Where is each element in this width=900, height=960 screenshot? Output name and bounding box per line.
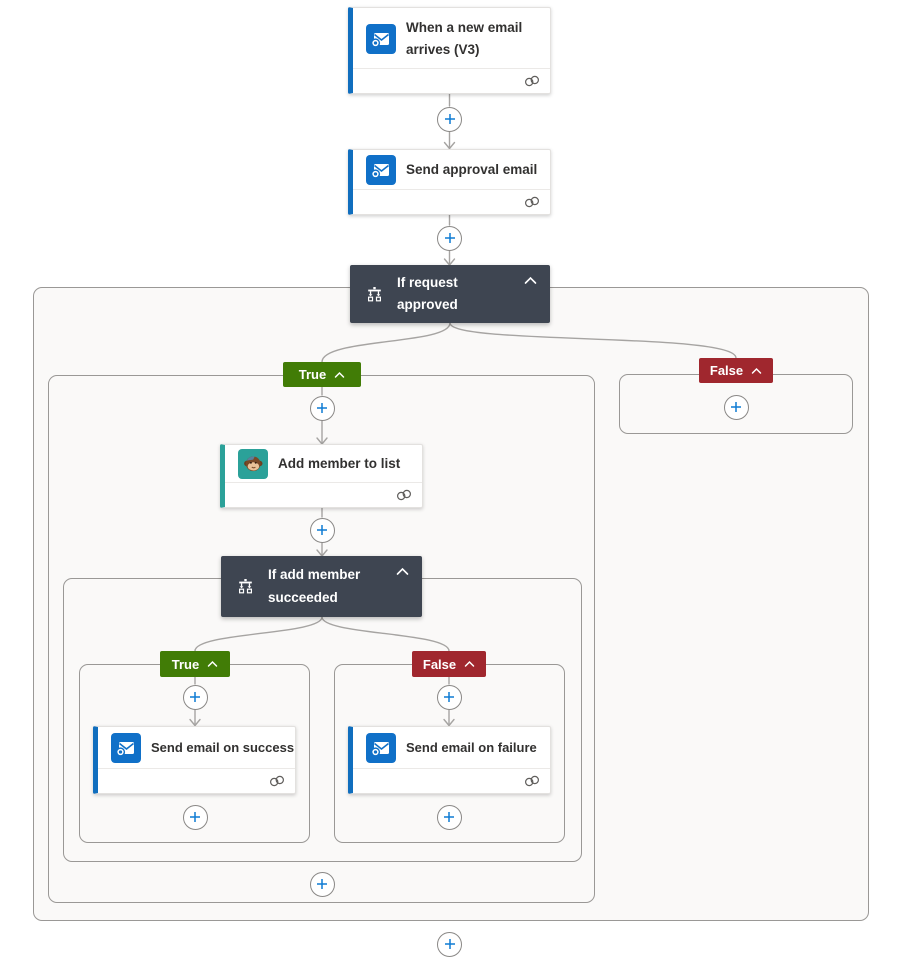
connection-icon xyxy=(524,75,540,87)
plus-icon xyxy=(444,939,455,949)
chevron-up-icon xyxy=(334,371,345,378)
card-title: If add member succeeded xyxy=(268,567,361,605)
action-card-send-email-on-failure[interactable]: Send email on failure xyxy=(348,726,551,794)
card-footer xyxy=(353,189,550,214)
plus-icon xyxy=(444,114,455,124)
card-footer xyxy=(225,482,422,507)
card-title: Send approval email xyxy=(406,162,538,178)
card-title: Send email on failure xyxy=(406,739,537,755)
add-action-button[interactable] xyxy=(723,394,749,420)
add-action-button[interactable] xyxy=(309,871,335,897)
branch-badge-true-outer[interactable]: True xyxy=(283,362,361,387)
card-footer xyxy=(98,768,295,793)
plus-icon xyxy=(731,402,741,412)
insert-step-button[interactable] xyxy=(309,395,335,421)
chevron-up-icon xyxy=(464,660,475,667)
condition-card-if-request-approved[interactable]: If request approved xyxy=(350,265,550,323)
insert-step-button[interactable] xyxy=(437,225,462,251)
badge-label: False xyxy=(422,656,457,672)
mailchimp-icon xyxy=(238,449,268,479)
plus-icon xyxy=(444,692,454,702)
branch-badge-true-inner[interactable]: True xyxy=(160,651,230,677)
connection-icon xyxy=(524,775,540,787)
plus-icon xyxy=(444,233,455,243)
connection-icon xyxy=(396,489,412,501)
plus-icon xyxy=(190,812,200,822)
plus-icon xyxy=(317,403,327,413)
plus-icon xyxy=(444,812,454,822)
action-card-add-member-to-list[interactable]: Add member to list xyxy=(220,444,423,508)
card-footer xyxy=(353,68,550,93)
outlook-icon xyxy=(366,733,396,763)
badge-label: True xyxy=(171,656,200,672)
action-card-send-approval-email[interactable]: Send approval email xyxy=(348,149,551,215)
outlook-icon xyxy=(366,23,396,54)
card-footer xyxy=(353,768,550,793)
new-step-button[interactable] xyxy=(437,931,462,957)
card-title: Send email on success xyxy=(151,739,295,755)
insert-step-button[interactable] xyxy=(436,684,462,710)
condition-icon xyxy=(238,579,253,594)
connection-icon xyxy=(269,775,285,787)
insert-step-button[interactable] xyxy=(182,684,208,710)
plus-icon xyxy=(190,692,200,702)
add-action-button[interactable] xyxy=(182,804,208,830)
condition-icon xyxy=(367,286,382,301)
card-title: Add member to list xyxy=(278,456,401,472)
badge-label: True xyxy=(298,367,327,382)
card-title: If request approved xyxy=(397,274,458,312)
plus-icon xyxy=(317,879,327,889)
card-title: When a new email arrives (V3) xyxy=(406,19,523,57)
insert-step-button[interactable] xyxy=(309,517,335,543)
chevron-up-icon[interactable] xyxy=(524,276,537,285)
connection-icon xyxy=(524,196,540,208)
condition-card-if-add-member-succeeded[interactable]: If add member succeeded xyxy=(221,556,422,617)
outlook-icon xyxy=(111,733,141,763)
branch-badge-false-inner[interactable]: False xyxy=(412,651,486,677)
insert-step-button[interactable] xyxy=(437,106,462,132)
chevron-up-icon xyxy=(751,367,762,374)
chevron-up-icon xyxy=(207,660,218,667)
outlook-icon xyxy=(366,155,396,185)
action-card-send-email-on-success[interactable]: Send email on success xyxy=(93,726,296,794)
branch-badge-false-outer[interactable]: False xyxy=(699,358,773,383)
plus-icon xyxy=(317,525,327,535)
chevron-up-icon[interactable] xyxy=(396,567,409,576)
trigger-card-when-new-email-arrives[interactable]: When a new email arrives (V3) xyxy=(348,7,551,94)
badge-label: False xyxy=(709,363,744,378)
add-action-button[interactable] xyxy=(436,804,462,830)
